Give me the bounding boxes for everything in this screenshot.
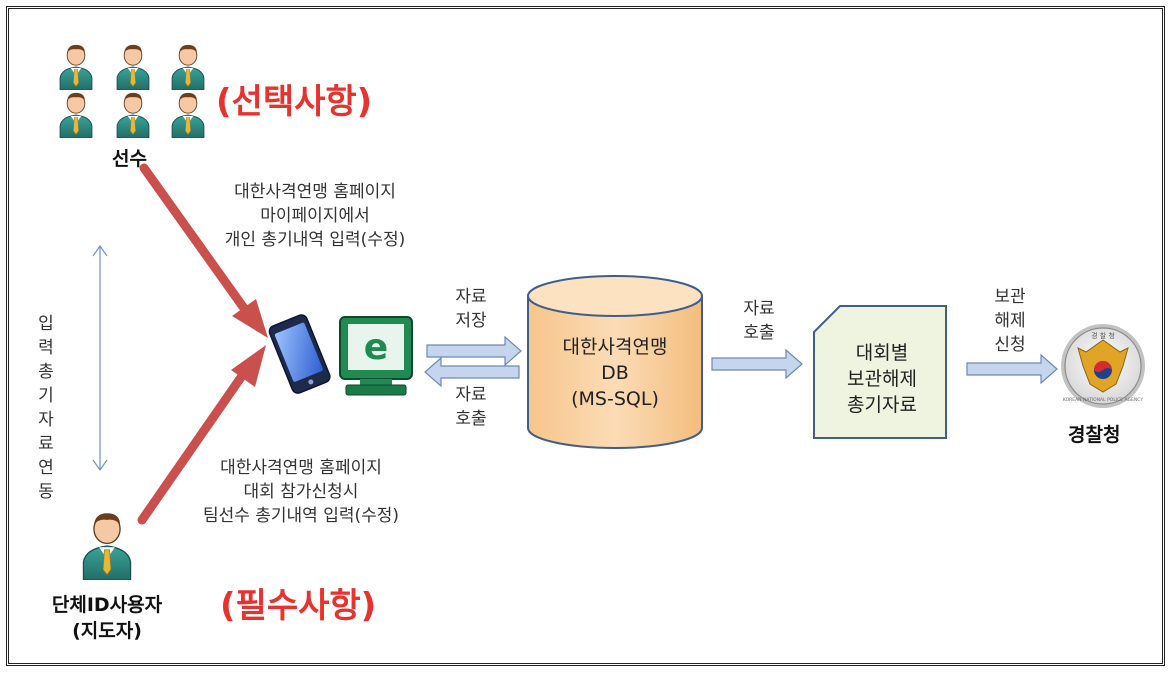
release-arrow bbox=[966, 353, 1058, 385]
fetch-arrow-right bbox=[711, 348, 803, 380]
fetch-label-right: 자료 호출 bbox=[743, 299, 775, 343]
red-arrow-from-team-user bbox=[137, 345, 266, 525]
document-shape bbox=[813, 305, 947, 439]
web-browser-monitor-icon: e bbox=[339, 316, 413, 396]
red-arrow-from-player bbox=[139, 163, 268, 338]
player-label: 선수 bbox=[112, 148, 147, 170]
required-tag: (필수사항) bbox=[220, 586, 377, 626]
police-label: 경찰청 bbox=[1068, 424, 1121, 446]
diagram-frame bbox=[6, 6, 1165, 666]
smartphone-icon bbox=[268, 314, 331, 394]
sync-label: 입력총기자료연동 bbox=[38, 314, 54, 502]
release-label: 보관 해제 신청 bbox=[994, 287, 1026, 355]
player-group-icon bbox=[59, 44, 205, 138]
save-arrow bbox=[426, 335, 522, 367]
optional-tag: (선택사항) bbox=[216, 82, 373, 122]
police-emblem-ring-text: KOREAN NATIONAL POLICE AGENCY bbox=[1063, 397, 1143, 403]
fetch-label-left: 자료 호출 bbox=[455, 385, 487, 429]
team-user-flow-text: 대한사격연맹 홈페이지 대회 참가신청시 팀선수 총기내역 입력(수정) bbox=[202, 458, 400, 526]
police-emblem-top-text: 경 찰 청 bbox=[1091, 331, 1115, 340]
fetch-arrow-left bbox=[424, 356, 520, 388]
team-user-icon bbox=[82, 512, 132, 580]
sync-arrow-icon bbox=[92, 244, 108, 472]
save-label: 자료 저장 bbox=[455, 287, 487, 331]
db-label: 대한사격연맹 DB (MS-SQL) bbox=[562, 336, 668, 410]
svg-text:e: e bbox=[364, 327, 388, 368]
player-flow-text: 대한사격연맹 홈페이지 마이페이지에서 개인 총기내역 입력(수정) bbox=[224, 182, 406, 250]
team-user-label: 단체ID사용자 (지도자) bbox=[51, 594, 163, 642]
database-cylinder bbox=[527, 275, 703, 449]
doc-label: 대회별 보관해제 총기자료 bbox=[847, 342, 917, 416]
police-emblem-icon bbox=[1061, 324, 1145, 408]
